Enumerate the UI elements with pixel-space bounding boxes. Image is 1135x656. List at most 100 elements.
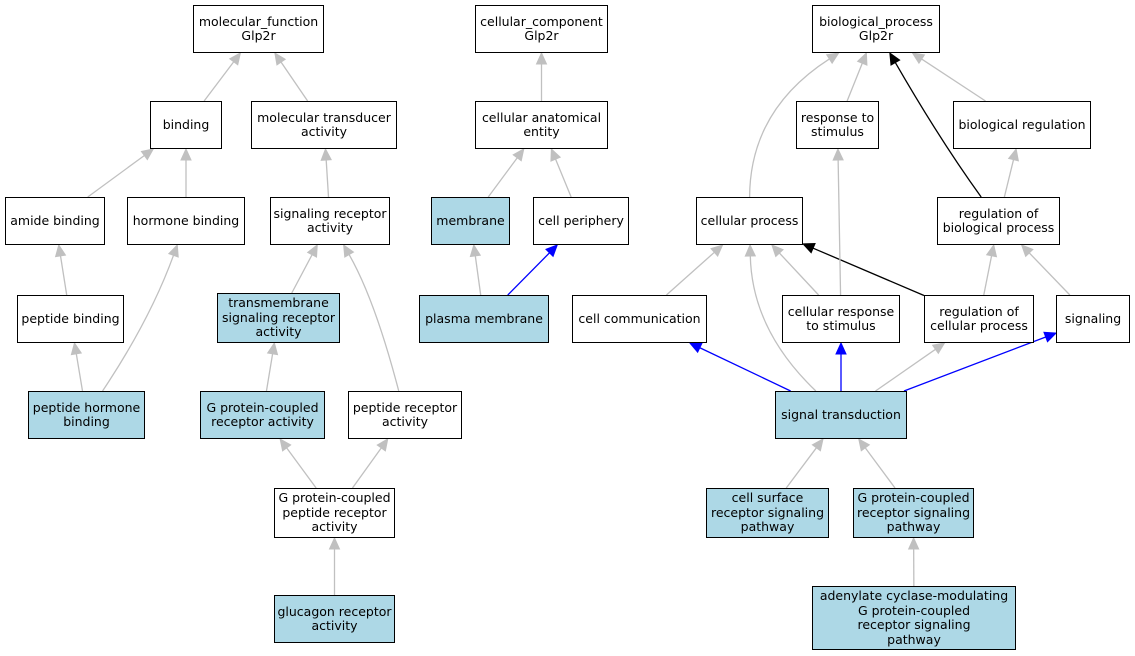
arrowhead-mta-to-mf — [274, 52, 287, 66]
node-cellular-response-to-stimulus[interactable]: cellular response to stimulus — [782, 295, 900, 343]
edge-csrsp-to-st — [785, 447, 817, 489]
arrowhead-cae-to-cc — [535, 51, 548, 65]
node-amide-binding[interactable]: amide binding — [5, 197, 105, 245]
arrowhead-crts-to-rts — [832, 147, 844, 161]
node-regulation-of-biological-process[interactable]: regulation of biological process — [937, 197, 1060, 245]
edge-peptide_binding-to-amide — [59, 255, 68, 296]
node-biological-regulation[interactable]: biological regulation — [953, 101, 1091, 149]
edge-rbp-to-bp — [894, 62, 982, 198]
edge-phb-to-hormone — [102, 255, 175, 392]
node-cell-communication[interactable]: cell communication — [572, 295, 707, 343]
arrowhead-gpcr-to-tsra — [266, 341, 279, 356]
arrowhead-gpcpra-to-pra — [376, 438, 389, 452]
arrowhead-rcp-to-rbp — [985, 243, 998, 258]
edge-st-to-cproc — [749, 255, 817, 392]
edge-rcp-to-cproc — [812, 247, 925, 297]
arrowhead-st-to-signaling — [1043, 331, 1058, 343]
edge-gpcrsp-to-st — [864, 447, 896, 489]
edge-rts-to-bp — [846, 62, 863, 102]
node-molecular-function[interactable]: molecular_function Glp2r — [193, 5, 324, 53]
node-g-protein-coupled-receptor-activity[interactable]: G protein-coupled receptor activity — [200, 391, 325, 439]
node-g-protein-coupled-receptor-signaling-pathway[interactable]: G protein-coupled receptor signaling pat… — [853, 488, 974, 538]
node-regulation-of-cellular-process[interactable]: regulation of cellular process — [924, 295, 1034, 343]
edge-st-to-ccomm — [699, 347, 791, 392]
node-signal-transduction[interactable]: signal transduction — [775, 391, 907, 439]
edge-crts-to-cproc — [778, 252, 820, 296]
node-plasma-membrane[interactable]: plasma membrane — [419, 295, 549, 343]
edge-pra-to-sra — [348, 254, 400, 392]
edge-amide-to-binding — [87, 154, 145, 198]
node-cell-periphery[interactable]: cell periphery — [533, 197, 629, 245]
node-cellular-anatomical-entity[interactable]: cellular anatomical entity — [475, 101, 608, 149]
edge-st-to-signaling — [903, 336, 1046, 392]
node-cellular-component[interactable]: cellular_component Glp2r — [475, 5, 608, 53]
arrowhead-amide-to-binding — [140, 148, 155, 161]
node-peptide-binding[interactable]: peptide binding — [17, 295, 124, 343]
arrowhead-st-to-rcp — [931, 342, 946, 355]
edge-pm-to-cperiph — [507, 252, 550, 296]
edge-sra-to-mta — [325, 159, 330, 198]
arrowhead-breg-to-bp — [911, 52, 926, 65]
node-hormone-binding[interactable]: hormone binding — [127, 197, 245, 245]
node-response-to-stimulus[interactable]: response to stimulus — [796, 101, 879, 149]
node-signaling-receptor-activity[interactable]: signaling receptor activity — [270, 197, 390, 245]
arrowhead-pra-to-sra — [343, 243, 355, 258]
arrowhead-hormone-to-binding — [180, 147, 192, 161]
arrowhead-binding-to-mf — [228, 52, 242, 66]
edge-tsra-to-sra — [291, 254, 313, 294]
edge-rbp-to-breg — [1003, 159, 1015, 198]
arrowhead-cperiph-to-cae — [550, 147, 562, 162]
edge-gpcpra-to-pra — [351, 447, 382, 489]
arrowhead-sra-to-mta — [320, 147, 332, 161]
node-glucagon-receptor-activity[interactable]: glucagon receptor activity — [274, 595, 395, 643]
edge-breg-to-bp — [921, 58, 986, 102]
arrowhead-rbp-to-breg — [1007, 147, 1020, 162]
edge-phb-to-peptide_binding — [75, 353, 84, 392]
node-g-protein-coupled-peptide-receptor-activity[interactable]: G protein-coupled peptide receptor activ… — [274, 488, 395, 538]
edge-membrane-to-cae — [487, 157, 518, 198]
arrowhead-gpcpra-to-gpcr — [279, 438, 292, 452]
node-cell-surface-receptor-signaling-pathway[interactable]: cell surface receptor signaling pathway — [706, 488, 829, 538]
edge-ccomm-to-cproc — [666, 251, 715, 296]
edge-pm-to-membrane — [474, 255, 482, 296]
arrowhead-membrane-to-cae — [512, 148, 525, 162]
arrowhead-gpcrsp-to-st — [858, 438, 871, 452]
arrowhead-acm-to-gpcrsp — [907, 536, 920, 550]
arrowhead-pm-to-cperiph — [545, 244, 559, 258]
node-biological-process[interactable]: biological_process Glp2r — [812, 5, 940, 53]
arrowhead-phb-to-peptide_binding — [70, 341, 83, 356]
node-binding[interactable]: binding — [150, 101, 222, 149]
arrowhead-gra-to-gpcpra — [328, 536, 341, 550]
node-transmembrane-signaling-receptor-activity[interactable]: transmembrane signaling receptor activit… — [217, 293, 340, 343]
node-membrane[interactable]: membrane — [431, 197, 510, 245]
arrowhead-tsra-to-sra — [306, 243, 318, 258]
arrowhead-peptide_binding-to-amide — [54, 243, 67, 258]
edge-st-to-rcp — [875, 348, 936, 392]
edge-gpcr-to-tsra — [265, 353, 274, 392]
edge-rcp-to-rbp — [983, 255, 993, 296]
node-signaling[interactable]: signaling — [1056, 295, 1130, 343]
edge-cperiph-to-cae — [554, 158, 572, 198]
arrowhead-ccomm-to-cproc — [710, 244, 724, 257]
arrowhead-signaling-to-rbp — [1020, 244, 1034, 258]
node-peptide-receptor-activity[interactable]: peptide receptor activity — [348, 391, 462, 439]
arrowhead-cproc-to-bp — [825, 52, 840, 65]
edge-crts-to-rts — [837, 159, 842, 296]
arrowhead-crts-to-cproc — [771, 244, 784, 258]
edge-mta-to-mf — [280, 61, 309, 102]
arrowhead-rcp-to-cproc — [801, 243, 816, 254]
arrowhead-csrsp-to-st — [811, 438, 824, 452]
arrowhead-st-to-ccomm — [688, 342, 703, 354]
arrowhead-rts-to-bp — [856, 51, 868, 66]
edge-binding-to-mf — [203, 61, 235, 102]
edge-gpcpra-to-gpcr — [286, 447, 317, 489]
arrowhead-pm-to-membrane — [469, 243, 482, 258]
node-adenylate-cyclase-modulating-pathway[interactable]: adenylate cyclase-modulating G protein-c… — [812, 586, 1016, 650]
node-molecular-transducer-activity[interactable]: molecular transducer activity — [251, 101, 397, 149]
edge-signaling-to-rbp — [1028, 252, 1071, 296]
node-peptide-hormone-binding[interactable]: peptide hormone binding — [28, 391, 145, 439]
node-cellular-process[interactable]: cellular process — [696, 197, 803, 245]
arrowhead-st-to-cproc — [744, 243, 757, 257]
